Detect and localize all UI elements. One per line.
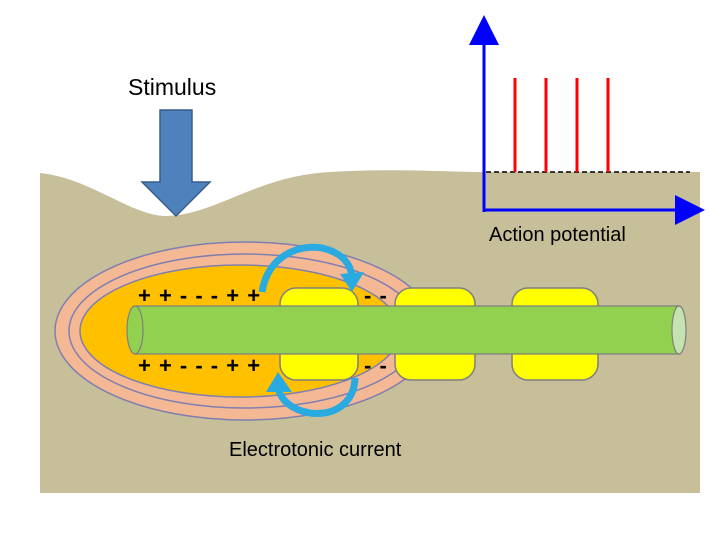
membrane-charges-top-right: - - [364, 283, 388, 308]
action-potential-axes [469, 15, 705, 225]
membrane-charges-bottom-right: - - [364, 353, 388, 378]
stimulus-label: Stimulus [128, 74, 217, 100]
action-potential-label: Action potential [489, 224, 626, 246]
axon-end-cap [671, 305, 687, 355]
electrotonic-current-label: Electrotonic current [229, 439, 402, 461]
electrotonic-current-arrow-icon [258, 243, 364, 417]
action-potential-spikes [513, 78, 610, 172]
stimulus-arrow-icon [140, 109, 212, 218]
axon [126, 305, 687, 355]
membrane-charges-bottom-left: + + - - - + + [138, 353, 262, 378]
membrane-charges-top-left: + + - - - + + [138, 283, 262, 308]
